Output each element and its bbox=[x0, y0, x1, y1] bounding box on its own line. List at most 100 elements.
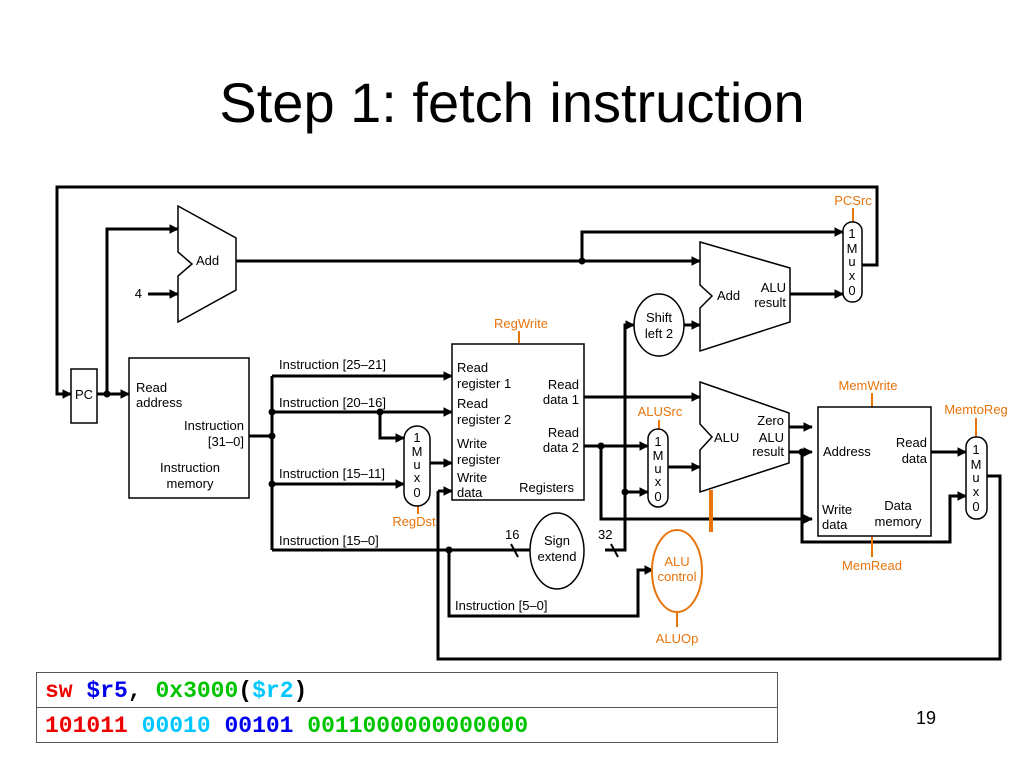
svg-text:Write: Write bbox=[457, 436, 487, 451]
immediate-bits: 0011000000000000 bbox=[307, 712, 529, 739]
svg-text:Read: Read bbox=[548, 425, 579, 440]
wire-junctions bbox=[103, 257, 806, 554]
register-file bbox=[451, 343, 585, 501]
regdst-mux bbox=[403, 425, 431, 507]
svg-text:[31–0]: [31–0] bbox=[208, 434, 244, 449]
rt-bits: 00101 bbox=[224, 712, 294, 739]
instruction-memory bbox=[128, 357, 250, 499]
signal-memwrite: MemWrite bbox=[839, 378, 898, 393]
svg-text:Read: Read bbox=[457, 396, 488, 411]
rs-register: $r2 bbox=[252, 677, 294, 704]
svg-text:data: data bbox=[902, 451, 928, 466]
field-20-16: Instruction [20–16] bbox=[279, 395, 386, 410]
svg-text:Shift: Shift bbox=[646, 310, 672, 325]
svg-text:memory: memory bbox=[167, 476, 214, 491]
imem-name: Instruction bbox=[160, 460, 220, 475]
imem-instruction: Instruction bbox=[184, 418, 244, 433]
adder-label: Add bbox=[196, 253, 219, 268]
svg-text:1: 1 bbox=[413, 430, 420, 445]
opcode-bits: 101011 bbox=[45, 712, 128, 739]
svg-text:M: M bbox=[653, 448, 664, 463]
svg-text:x: x bbox=[973, 484, 980, 499]
field-5-0: Instruction [5–0] bbox=[455, 598, 548, 613]
svg-text:ALU: ALU bbox=[664, 554, 689, 569]
signal-memtoreg: MemtoReg bbox=[944, 402, 1008, 417]
svg-text:M: M bbox=[412, 444, 423, 459]
svg-text:extend: extend bbox=[537, 549, 576, 564]
svg-text:1: 1 bbox=[972, 442, 979, 457]
signal-pcsrc: PCSrc bbox=[834, 193, 872, 208]
alusrc-mux bbox=[647, 428, 669, 508]
svg-text:register 2: register 2 bbox=[457, 412, 511, 427]
svg-text:data: data bbox=[822, 517, 848, 532]
svg-text:Write: Write bbox=[822, 502, 852, 517]
data-memory bbox=[817, 406, 932, 537]
signal-regwrite: RegWrite bbox=[494, 316, 548, 331]
svg-text:M: M bbox=[847, 241, 858, 256]
sign-extend bbox=[529, 512, 585, 590]
immediate-value: 0x3000 bbox=[155, 677, 239, 704]
svg-text:Data: Data bbox=[884, 498, 912, 513]
svg-text:0: 0 bbox=[654, 489, 661, 504]
svg-text:Read: Read bbox=[896, 435, 927, 450]
pc-register bbox=[70, 368, 98, 424]
svg-text:x: x bbox=[414, 470, 421, 485]
svg-text:1: 1 bbox=[654, 434, 661, 449]
svg-text:left 2: left 2 bbox=[645, 326, 673, 341]
memtoreg-mux bbox=[965, 436, 988, 520]
svg-text:Read: Read bbox=[548, 377, 579, 392]
signal-alusrc: ALUSrc bbox=[638, 404, 683, 419]
alu-control bbox=[651, 529, 703, 613]
svg-text:1: 1 bbox=[848, 226, 855, 241]
rt-register: $r5 bbox=[86, 677, 128, 704]
control-wires bbox=[417, 208, 977, 627]
svg-text:register 1: register 1 bbox=[457, 376, 511, 391]
signal-memread: MemRead bbox=[842, 558, 902, 573]
svg-text:0: 0 bbox=[848, 283, 855, 298]
svg-text:data: data bbox=[457, 485, 483, 500]
imem-read-address: Read bbox=[136, 380, 167, 395]
svg-text:0: 0 bbox=[413, 485, 420, 500]
field-25-21: Instruction [25–21] bbox=[279, 357, 386, 372]
svg-text:u: u bbox=[654, 461, 661, 476]
svg-text:32: 32 bbox=[598, 527, 612, 542]
svg-text:result: result bbox=[754, 295, 786, 310]
svg-text:0: 0 bbox=[972, 499, 979, 514]
instruction-encoding-table: sw $r5, 0x3000($r2) 101011 00010 00101 0… bbox=[36, 672, 778, 743]
svg-text:u: u bbox=[972, 470, 979, 485]
shift-left-2 bbox=[633, 293, 685, 357]
svg-text:Zero: Zero bbox=[757, 413, 784, 428]
svg-text:Add: Add bbox=[717, 288, 740, 303]
svg-text:Address: Address bbox=[823, 444, 871, 459]
svg-text:register: register bbox=[457, 452, 501, 467]
datapath-wires bbox=[55, 185, 1002, 661]
page-number: 19 bbox=[916, 708, 937, 728]
svg-text:M: M bbox=[971, 457, 982, 472]
pc-adder bbox=[177, 204, 237, 324]
field-15-11: Instruction [15–11] bbox=[279, 466, 385, 481]
svg-text:Write: Write bbox=[457, 470, 487, 485]
svg-text:Sign: Sign bbox=[544, 533, 570, 548]
svg-text:u: u bbox=[848, 254, 855, 269]
rs-bits: 00010 bbox=[141, 712, 211, 739]
svg-text:address: address bbox=[136, 395, 183, 410]
svg-text:data 1: data 1 bbox=[543, 392, 579, 407]
alu bbox=[699, 380, 790, 494]
signal-regdst: RegDst bbox=[392, 514, 436, 529]
registers-label: Registers bbox=[519, 480, 574, 495]
branch-adder bbox=[699, 241, 791, 353]
signal-aluop: ALUOp bbox=[656, 631, 699, 646]
svg-text:control: control bbox=[657, 569, 696, 584]
binary-cell: 101011 00010 00101 0011000000000000 bbox=[36, 707, 778, 743]
pcsrc-mux bbox=[842, 221, 863, 303]
svg-text:16: 16 bbox=[505, 527, 519, 542]
svg-text:Read: Read bbox=[457, 360, 488, 375]
svg-text:memory: memory bbox=[875, 514, 922, 529]
svg-text:data 2: data 2 bbox=[543, 440, 579, 455]
opcode-mnemonic: sw bbox=[45, 677, 73, 704]
binary-row: 101011 00010 00101 0011000000000000 bbox=[36, 707, 778, 743]
constant-four: 4 bbox=[135, 286, 142, 301]
pc-label: PC bbox=[75, 387, 93, 402]
field-15-0: Instruction [15–0] bbox=[279, 533, 379, 548]
